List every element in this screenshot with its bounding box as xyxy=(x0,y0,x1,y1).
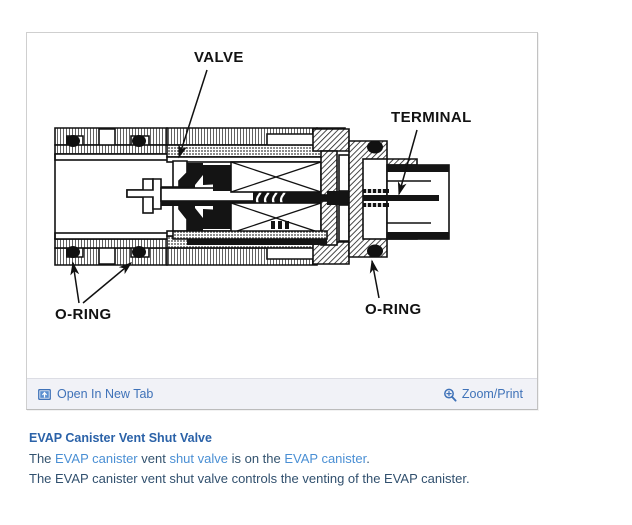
callout-label-terminal: TERMINAL xyxy=(391,109,472,126)
link-evap-canister-2[interactable]: EVAP canister xyxy=(284,451,367,466)
callout-label-oring-right: O-RING xyxy=(365,301,422,318)
magnifier-plus-icon xyxy=(443,388,457,402)
callout-leader-terminal xyxy=(397,129,418,196)
caption-line-1: The EVAP canister vent shut valve is on … xyxy=(29,449,589,469)
evap-vent-shut-valve-diagram: VALVE TERMINAL O-RING O-RING xyxy=(27,33,537,378)
open-in-new-tab-button[interactable]: Open In New Tab xyxy=(38,388,153,401)
callout-leader-oring-left-b xyxy=(82,262,133,304)
caption-text-seg-3: is on the xyxy=(227,451,285,466)
caption-line-2: The EVAP canister vent shut valve contro… xyxy=(29,471,470,486)
callout-leader-valve xyxy=(178,69,208,159)
zoom-print-label: Zoom/Print xyxy=(461,386,523,401)
zoom-print-button[interactable]: Zoom/Print xyxy=(443,386,523,402)
caption-title: EVAP Canister Vent Shut Valve xyxy=(29,431,212,445)
caption-text-seg-4: . xyxy=(366,451,370,466)
image-viewer-panel: VALVE TERMINAL O-RING O-RING xyxy=(26,32,538,410)
image-viewer-toolbar: Open In New Tab Zoom/Print xyxy=(27,378,537,409)
caption-text-seg-1: The xyxy=(29,451,56,466)
figure-area[interactable]: VALVE TERMINAL O-RING O-RING xyxy=(27,33,537,378)
link-shut-valve[interactable]: shut valve xyxy=(169,451,228,466)
callout-label-oring-left: O-RING xyxy=(55,306,112,323)
open-in-new-tab-label: Open In New Tab xyxy=(57,386,154,401)
callout-leader-oring-right xyxy=(369,259,380,299)
open-in-new-tab-icon xyxy=(38,388,51,401)
callout-label-valve: VALVE xyxy=(194,49,244,66)
caption-block: EVAP Canister Vent Shut Valve The EVAP c… xyxy=(29,430,589,489)
link-evap-canister-1[interactable]: EVAP canister xyxy=(55,451,138,466)
caption-text-seg-2: vent xyxy=(137,451,170,466)
callout-leader-oring-left-a xyxy=(70,261,80,304)
